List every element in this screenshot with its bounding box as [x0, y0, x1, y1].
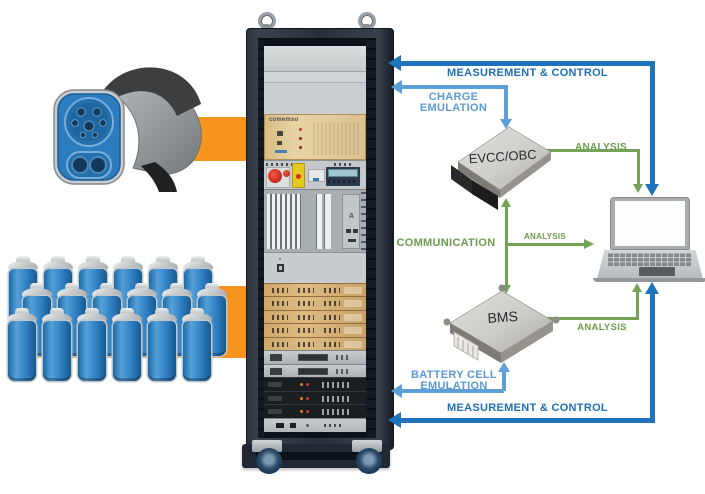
label-battery-cell-emulation: BATTERY CELL EMULATION: [411, 369, 497, 392]
power-supply-unit: [264, 363, 366, 377]
connector-row: [266, 163, 296, 166]
module-socket: [346, 229, 351, 233]
connector-strip: [324, 424, 344, 427]
power-supply-unit: [264, 350, 366, 364]
eyebolt-icon: [362, 24, 369, 31]
laptop-screen: [615, 201, 685, 246]
module-socket: [353, 229, 358, 233]
arrowhead-down-icon: [501, 285, 511, 294]
panel-detail: [277, 141, 282, 145]
connector-row: [334, 163, 352, 166]
switch-panel: [264, 252, 366, 283]
arrowhead-right-icon: [584, 239, 594, 249]
caster-wheel-icon: [356, 448, 382, 474]
panel-detail: [277, 131, 283, 136]
battery-cell-icon: [147, 308, 177, 382]
plugin-card: [324, 194, 331, 249]
arrowhead-up-icon: [498, 362, 510, 372]
cell-emulator-module: [264, 323, 366, 337]
module-marking: A: [349, 213, 355, 220]
arrowhead-left-icon: [388, 55, 401, 71]
punched-strip: [361, 192, 366, 251]
blank-panel: [264, 82, 366, 114]
io-unit: [264, 418, 366, 432]
label-communication: COMMUNICATION: [396, 237, 496, 249]
laptop-keyboard: [608, 253, 692, 266]
cell-emulator-module: [264, 296, 366, 310]
panel-detail: [275, 150, 287, 153]
card-cage-unit: A: [264, 189, 366, 252]
evcc-obc-label: EVCC/OBC: [468, 147, 537, 167]
vent-grid: [313, 123, 361, 155]
main-switch-red: [268, 169, 282, 183]
rack-gap: [264, 38, 366, 46]
arrowhead-left-icon: [391, 384, 402, 398]
label-charge-emulation: CHARGE EMULATION: [419, 91, 488, 114]
instrument-unit: [264, 404, 366, 419]
right-module: A: [342, 194, 360, 249]
instrument-unit: [264, 377, 366, 391]
label-measurement-control-bottom: MEASUREMENT & CONTROL: [447, 402, 608, 414]
toggle-lever: [279, 266, 282, 270]
bms-module: BMS: [443, 284, 560, 363]
battery-cell-icon: [42, 308, 72, 382]
battery-cell-icon: [77, 308, 107, 382]
ccs-connector-icon: [53, 67, 202, 192]
instrument-unit: [264, 390, 366, 405]
rack-rail-left: [258, 38, 264, 438]
label-analysis-bms: ANALYSIS: [577, 322, 627, 333]
battery-cell-icon: [7, 308, 37, 382]
arrowhead-up-icon: [632, 283, 642, 292]
arrowhead-up-icon: [645, 282, 659, 294]
cell-emulator-module: [264, 336, 366, 350]
led-red: [299, 128, 302, 131]
module-socket: [348, 239, 356, 242]
laptop-touchpad: [639, 267, 675, 276]
knob: [306, 424, 309, 427]
indicator-dot: [279, 258, 281, 260]
plugin-cards: [267, 194, 301, 249]
cell-emulator-module: [264, 309, 366, 324]
laptop-base: [593, 278, 705, 282]
bms-label: BMS: [487, 308, 518, 326]
arrowhead-left-icon: [391, 80, 402, 94]
arrowhead-left-icon: [388, 412, 401, 428]
usb-port: [276, 423, 284, 428]
arrowhead-up-icon: [501, 198, 511, 207]
blank-panel: [264, 72, 366, 82]
led-red: [299, 137, 302, 140]
meter-buttons: [328, 180, 358, 183]
arrowhead-down-icon: [500, 119, 512, 129]
eyebolt-icon: [262, 24, 269, 31]
label-analysis-communication: ANALYSIS: [523, 232, 567, 241]
rack-base-slot: [256, 452, 376, 460]
charge-simulator-unit: comemso: [264, 114, 366, 160]
led-red: [299, 146, 302, 149]
arrowhead-down-icon: [633, 184, 643, 193]
estop-button: [283, 170, 290, 177]
blank-panel: [264, 46, 366, 72]
warning-button: [296, 174, 301, 179]
rack-rail-right: [366, 38, 376, 438]
label-measurement-control-top: MEASUREMENT & CONTROL: [447, 67, 608, 79]
battery-cell-icon: [182, 308, 212, 382]
rack-gap: [264, 432, 366, 438]
arrowhead-down-icon: [645, 184, 659, 196]
cell-emulator-module: [264, 283, 366, 297]
label-analysis-evcc: ANALYSIS: [574, 142, 628, 153]
safety-control-unit: [264, 160, 366, 189]
battery-cell-icon: [112, 308, 142, 382]
breaker-module: [308, 169, 325, 182]
plugin-card: [316, 194, 322, 249]
caster-wheel-icon: [256, 448, 282, 474]
port: [290, 423, 296, 428]
evcc-obc-module: EVCC/OBC: [451, 126, 552, 210]
meter-screen: [328, 169, 358, 177]
breaker-toggle: [313, 178, 319, 181]
brand-label: comemso: [269, 117, 299, 123]
